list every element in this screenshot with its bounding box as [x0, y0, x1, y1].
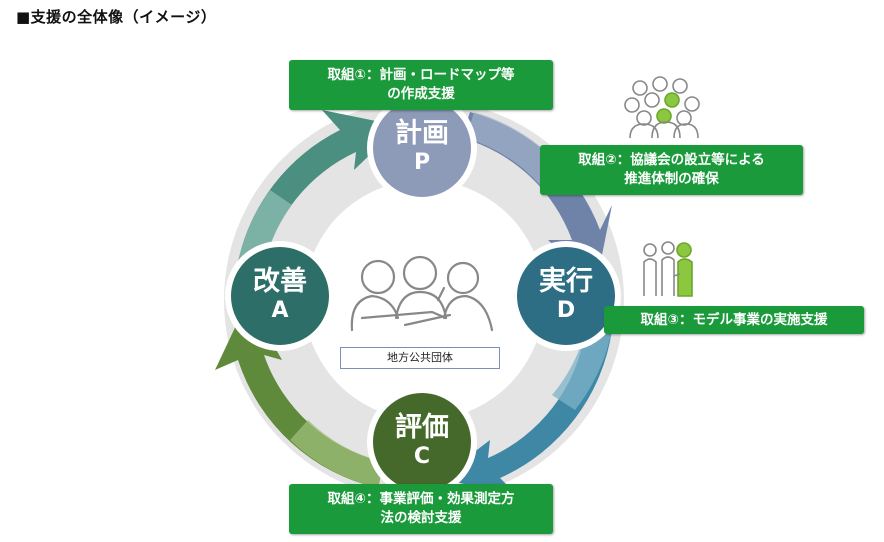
node-check-label: 評価 C — [382, 412, 462, 470]
initiative-2-line2: 推進体制の確保 — [624, 171, 719, 187]
initiative-4-line1: 取組④：事業評価・効果測定方 — [327, 491, 515, 507]
node-do-letter: D — [556, 298, 576, 323]
node-act-label: 改善 A — [240, 266, 320, 324]
initiative-2-box: 取組②：協議会の設立等による 推進体制の確保 — [540, 145, 803, 195]
arrow-act-to-plan — [238, 110, 400, 266]
initiative-3-line1: 取組③：モデル事業の実施支援 — [640, 311, 828, 328]
center-label-local-government: 地方公共団体 — [340, 347, 500, 369]
node-do-label: 実行 D — [526, 266, 606, 324]
arrow-check-to-act — [215, 300, 384, 488]
initiative-1-box: 取組①：計画・ロードマップ等 の作成支援 — [289, 60, 553, 110]
initiative-4-box: 取組④：事業評価・効果測定方 法の検討支援 — [289, 484, 553, 534]
initiative-1-line2: の作成支援 — [387, 86, 455, 102]
people-handshake-icon — [643, 241, 693, 297]
initiative-2-line1: 取組②：協議会の設立等による — [578, 152, 765, 168]
initiative-1-line1: 取組①：計画・ロードマップ等 — [327, 67, 515, 83]
initiative-4-line2: 法の検討支援 — [380, 510, 462, 526]
node-do-circle — [511, 241, 621, 351]
arrow-do-to-check-highlight — [552, 330, 612, 410]
node-plan-title: 計画 — [395, 118, 449, 149]
node-plan-label: 計画 P — [382, 118, 462, 176]
arrow-plan-to-do-highlight — [466, 112, 560, 185]
page-title: ■支援の全体像（イメージ） — [16, 8, 217, 26]
node-act-title: 改善 — [253, 266, 307, 297]
people-group-icon — [350, 255, 494, 332]
arrow-check-to-act-highlight — [290, 420, 384, 488]
arrow-do-to-check — [440, 330, 612, 498]
node-check-title: 評価 — [395, 412, 449, 443]
node-act-circle — [225, 241, 335, 351]
arrow-act-to-plan-highlight — [238, 190, 292, 266]
people-crowd-icon — [624, 76, 700, 139]
node-check-letter: C — [413, 444, 431, 469]
inner-circle — [306, 182, 542, 418]
node-do-title: 実行 — [539, 266, 593, 297]
initiative-3-box: 取組③：モデル事業の実施支援 — [604, 306, 864, 334]
node-act-letter: A — [271, 298, 289, 323]
node-plan-letter: P — [413, 150, 431, 175]
